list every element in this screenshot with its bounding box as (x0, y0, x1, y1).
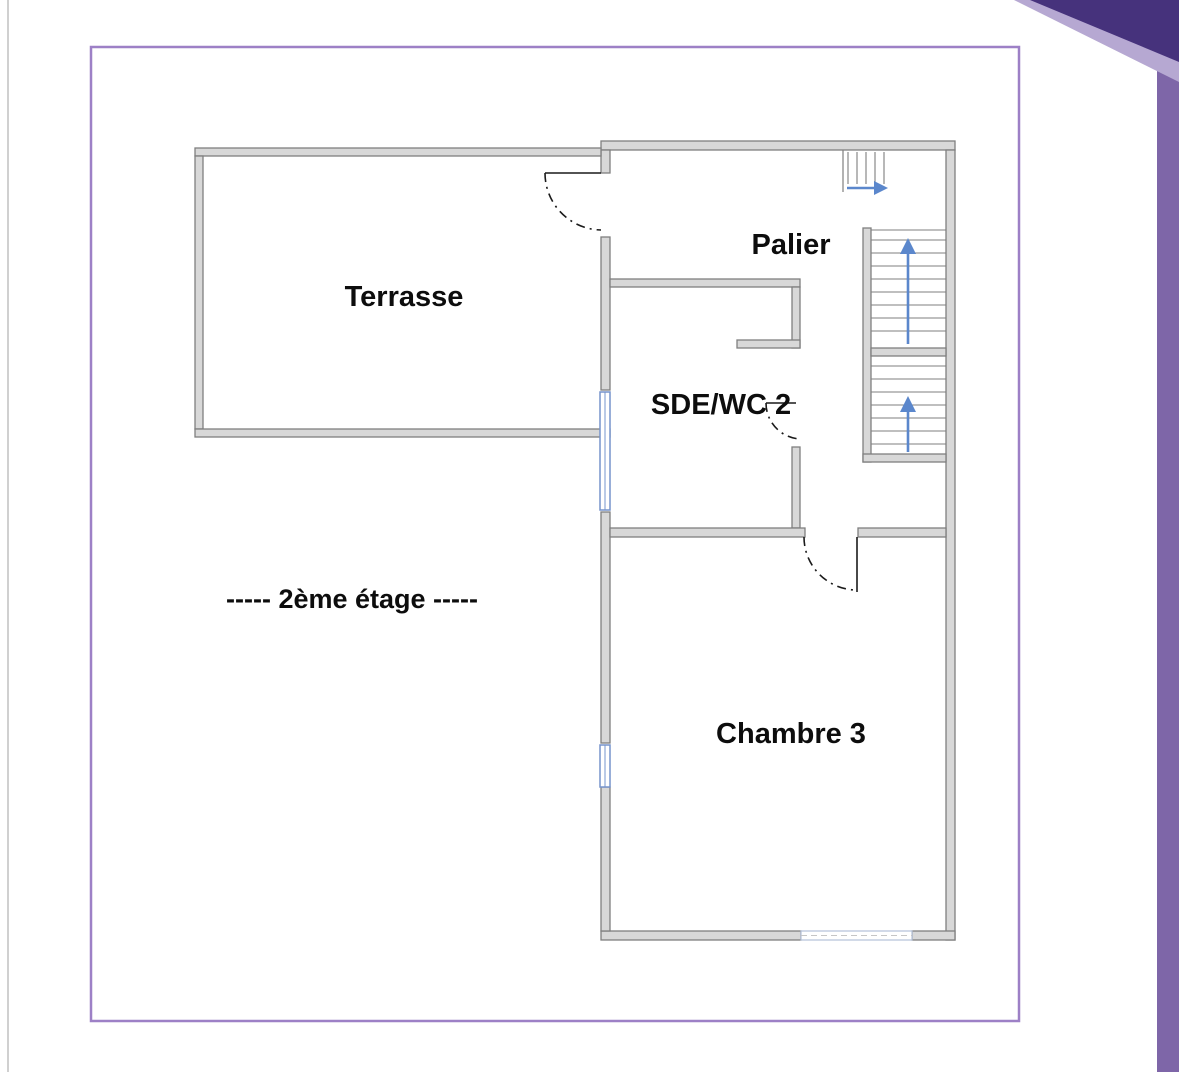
wall-building-left-lower (600, 786, 611, 932)
door-terrasse-swing-arc (544, 172, 602, 231)
page-decorations (7, 0, 1179, 1072)
wall-stair-mid (870, 347, 947, 357)
stair-arrow-lower-head (900, 396, 916, 412)
page-edge-line (7, 0, 9, 1072)
wall-sde-notch (736, 339, 801, 349)
door-sde-swing-arc (765, 402, 801, 440)
wall-building-left-upper (600, 236, 611, 391)
wall-sde-right-lower (791, 446, 801, 529)
wall-separation-right (857, 527, 947, 538)
wall-stair-bottom (862, 453, 947, 463)
stairs (842, 150, 946, 452)
wall-building-right (945, 149, 956, 941)
wall-sde-right-upper (791, 286, 801, 349)
doors (544, 172, 858, 592)
wall-sde-top (609, 278, 801, 288)
wall-terrasse-bottom (194, 428, 611, 438)
wall-building-left-stub (600, 149, 611, 174)
wall-terrasse-top (194, 147, 602, 157)
room-labels: Terrasse Palier SDE/WC 2 Chambre 3 -----… (226, 229, 866, 750)
corner-fold-dark (1030, 0, 1179, 62)
room-label-sde-wc: SDE/WC 2 (651, 389, 791, 421)
door-chambre-swing-arc (803, 536, 858, 591)
room-label-terrasse: Terrasse (345, 281, 464, 313)
wall-terrasse-left (194, 155, 204, 430)
stair-arrow-upper-head (900, 238, 916, 254)
stair-arrow-top-head (874, 181, 888, 195)
stair-treads-top-winder (847, 152, 885, 184)
wall-separation-left (609, 527, 806, 538)
wall-building-bottom-left (600, 930, 802, 941)
room-label-palier: Palier (752, 229, 831, 261)
plan-border-frame (89, 45, 1021, 1023)
wall-building-top (600, 140, 956, 151)
floor-level-label: ----- 2ème étage ----- (226, 584, 478, 614)
wall-building-left-middle (600, 511, 611, 744)
right-purple-band (1157, 0, 1179, 1072)
windows (599, 391, 913, 941)
room-label-chambre: Chambre 3 (716, 718, 866, 750)
wall-stair-left (862, 227, 872, 463)
walls (194, 140, 956, 941)
wall-building-bottom-right (911, 930, 956, 941)
